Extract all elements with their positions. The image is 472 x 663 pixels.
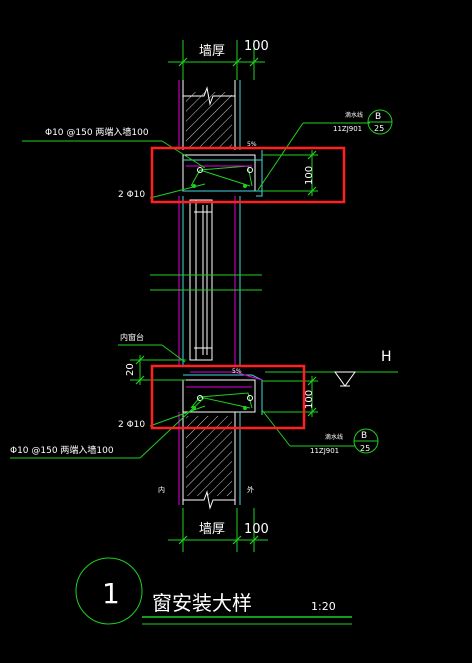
drawing-title: 窗安装大样 [152, 591, 252, 615]
upper-lintel: 5% [182, 141, 263, 197]
right-annotations-bottom: 100 H 滴水线 11ZJ901 B 25 [261, 349, 398, 455]
lower-wall: 内 外 [158, 412, 254, 510]
drip-label-top: 滴水线 [345, 111, 363, 119]
sill-dim-label: 20 [125, 363, 136, 376]
lower-sill: 5% [182, 368, 263, 415]
left-annotations: Φ10 @150 两端入墙100 2 Φ10 内窗台 20 2 Φ10 Φ10 … [10, 126, 206, 459]
right-annotations-top: 滴水线 11ZJ901 B 25 100 [257, 109, 393, 196]
bars-label-bottom: 2 Φ10 [118, 420, 145, 430]
highlight-box-top [150, 146, 346, 204]
detail-letter-top: B [375, 112, 381, 122]
atlas-code-top: 11ZJ901 [333, 125, 362, 133]
title-block: 1 窗安装大样 1:20 [75, 557, 352, 625]
small-note-top: 5% [247, 141, 257, 148]
wall-thickness-label-top: 墙厚 [199, 44, 225, 59]
detail-number-top: 25 [374, 124, 384, 133]
dim-100-label-bottom: 100 [244, 522, 269, 537]
level-mark-label: H [381, 349, 392, 365]
upper-wall [178, 80, 241, 150]
atlas-code-bottom: 11ZJ901 [310, 447, 339, 455]
inside-label: 内 [158, 485, 165, 494]
rebar-note-top: Φ10 @150 两端入墙100 [45, 126, 149, 138]
sill-label: 内窗台 [120, 332, 144, 342]
lintel-height-top: 100 [304, 166, 315, 185]
wall-thickness-label-bottom: 墙厚 [199, 522, 225, 537]
window-frame [150, 196, 262, 365]
drawing-scale: 1:20 [311, 600, 336, 613]
top-dimension: 墙厚 100 [168, 39, 269, 80]
dim-100-label-top: 100 [244, 39, 269, 54]
small-note-bottom: 5% [232, 368, 242, 375]
highlight-box-bottom [150, 364, 306, 430]
detail-number-bottom: 25 [360, 444, 370, 453]
detail-letter-bottom: B [361, 431, 367, 441]
bars-label-top: 2 Φ10 [118, 190, 145, 200]
rebar-note-bottom: Φ10 @150 两端入墙100 [10, 444, 114, 456]
drip-label-bottom: 滴水线 [325, 433, 343, 441]
drawing-number: 1 [102, 577, 120, 610]
bottom-dimension: 墙厚 100 [168, 508, 269, 552]
lintel-height-bottom: 100 [304, 390, 315, 409]
outside-label: 外 [247, 485, 254, 494]
